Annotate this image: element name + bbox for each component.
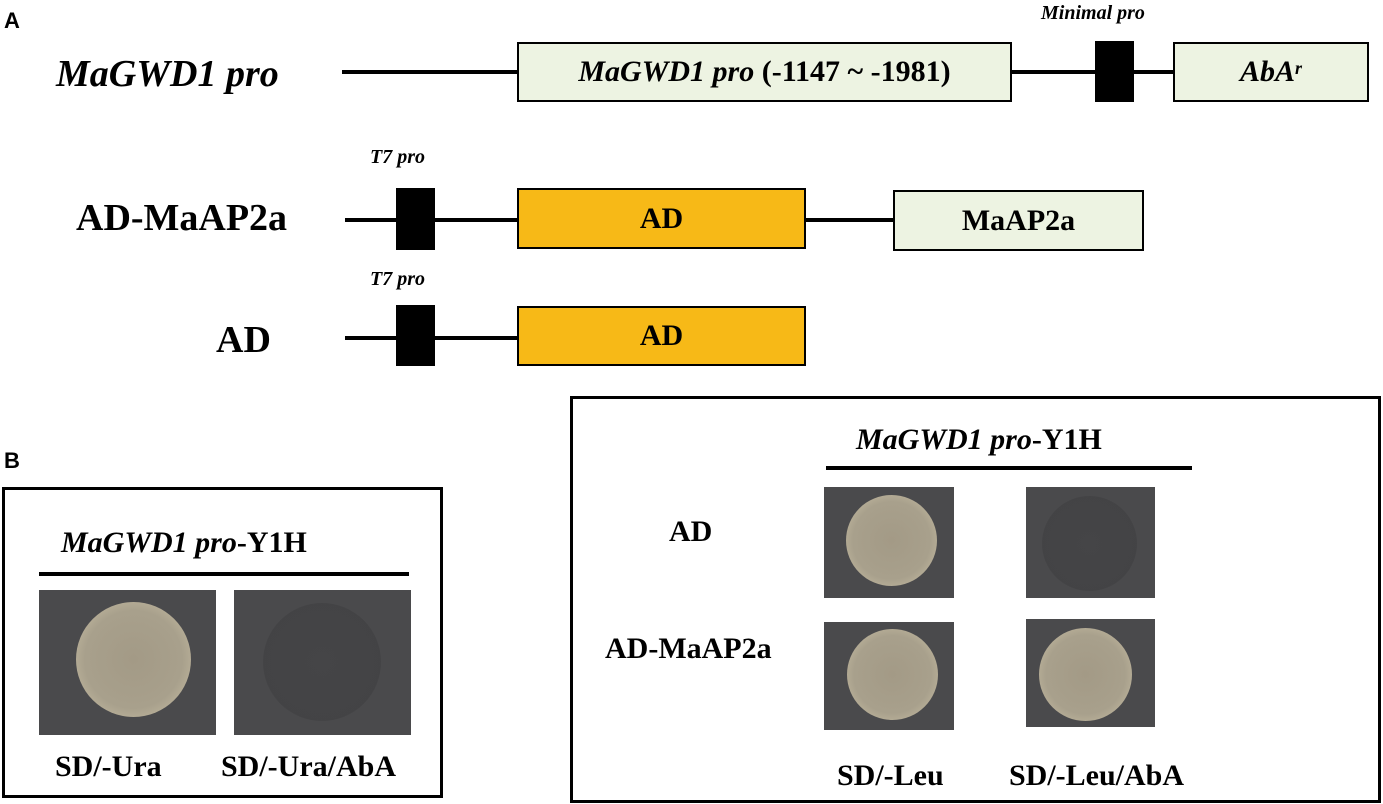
col-label-leu: SD/-Leu [837, 759, 944, 792]
ad-construct-label: AD [216, 319, 271, 361]
reporter-superscript: r [1295, 57, 1303, 78]
maap2a-gene-box: MaAP2a [893, 190, 1144, 251]
plate-maap2a-leu [824, 622, 954, 730]
right-title: MaGWD1 pro-Y1H [856, 423, 1102, 457]
panel-b-letter: B [4, 448, 20, 473]
left-title-italic: MaGWD1 pro [61, 526, 237, 559]
promoter-line-right [1012, 70, 1174, 74]
left-title-rest: -Y1H [236, 526, 307, 559]
right-title-rest: -Y1H [1031, 423, 1102, 456]
promoter-line-left [342, 70, 520, 74]
t7-pro-label-2: T7 pro [370, 268, 425, 290]
minimal-pro-block [1095, 41, 1134, 102]
ad-box-2: AD [517, 306, 806, 366]
colony-maap2a-leu [847, 629, 938, 720]
plate-ura-aba [234, 590, 411, 735]
row-label-ad: AD [669, 515, 713, 548]
promoter-box: MaGWD1 pro (-1147 ~ -1981) [517, 42, 1012, 102]
panel-b-right-frame: MaGWD1 pro-Y1H AD AD-MaAP2a SD/-Leu SD/-… [570, 396, 1381, 803]
col-label-ura: SD/-Ura [55, 750, 162, 783]
panel-a-letter: A [4, 8, 20, 33]
t7-pro-block-1 [396, 188, 435, 250]
left-title-underline [39, 572, 409, 576]
right-title-italic: MaGWD1 pro [856, 423, 1032, 456]
promoter-box-range: (-1147 ~ -1981) [754, 55, 951, 88]
colony-ad-leu [846, 495, 937, 586]
t7-pro-label-1: T7 pro [370, 146, 425, 168]
plate-ad-leu [824, 487, 954, 598]
plate-ura [39, 590, 216, 735]
colony-ad-leu-aba [1042, 496, 1137, 591]
panel-b-left-frame: MaGWD1 pro-Y1H SD/-Ura SD/-Ura/AbA [2, 487, 443, 798]
col-label-ura-aba: SD/-Ura/AbA [221, 750, 397, 783]
colony-ura-aba [263, 603, 381, 721]
minimal-pro-label: Minimal pro [1041, 2, 1145, 24]
colony-maap2a-leu-aba [1039, 628, 1132, 721]
reporter-label: AbA [1239, 55, 1295, 88]
promoter-box-italic: MaGWD1 pro [578, 55, 755, 88]
promoter-construct-label: MaGWD1 pro [56, 53, 279, 95]
ad-maap2a-construct-label: AD-MaAP2a [76, 197, 288, 239]
ad-maap2a-line-mid [806, 218, 894, 222]
ad-box-1: AD [517, 188, 806, 249]
plate-ad-leu-aba [1026, 487, 1155, 598]
col-label-leu-aba: SD/-Leu/AbA [1009, 759, 1185, 792]
right-title-underline [826, 466, 1192, 470]
t7-pro-block-2 [396, 305, 435, 366]
plate-maap2a-leu-aba [1026, 619, 1155, 727]
row-label-ad-maap2a: AD-MaAP2a [605, 632, 772, 665]
left-title: MaGWD1 pro-Y1H [61, 526, 307, 560]
colony-ura [76, 602, 191, 717]
